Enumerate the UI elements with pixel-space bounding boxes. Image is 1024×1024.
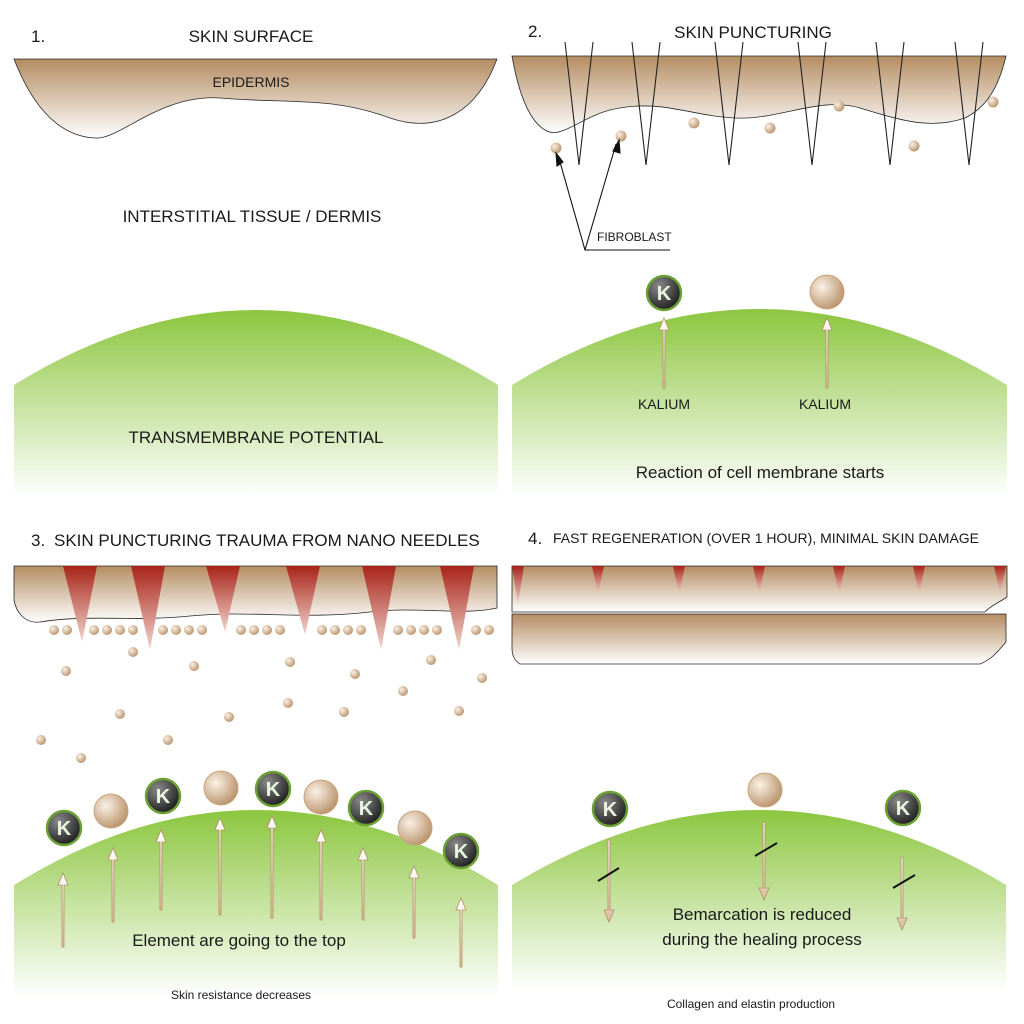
- potassium-symbol: K: [896, 798, 911, 820]
- panel-3-number: 3.: [31, 531, 45, 550]
- epidermis-layer-punctured: [511, 55, 1007, 133]
- cell-membrane: [14, 310, 498, 497]
- potassium-ion: K: [347, 789, 385, 827]
- fibroblast-cells: [550, 96, 999, 154]
- healing-caption-line2: during the healing process: [662, 930, 861, 949]
- potassium-symbol: K: [454, 841, 469, 863]
- fibroblast-ion: [747, 772, 783, 808]
- healing-marks: [512, 566, 1006, 604]
- potassium-symbol: K: [603, 799, 618, 821]
- nano-needles: [564, 41, 984, 166]
- potassium-ion: K: [254, 770, 292, 808]
- potassium-symbol: K: [266, 779, 281, 801]
- dermis-label: INTERSTITIAL TISSUE / DERMIS: [123, 207, 382, 226]
- potassium-ion: K: [45, 809, 83, 847]
- panel-2-title: SKIN PUNCTURING: [674, 23, 832, 42]
- potassium-symbol: K: [657, 283, 672, 305]
- membrane-label: TRANSMEMBRANE POTENTIAL: [128, 428, 383, 447]
- panel-1-title: SKIN SURFACE: [189, 27, 314, 46]
- kalium-arrows: [658, 316, 833, 389]
- fibroblast-label: FIBROBLAST: [597, 230, 672, 244]
- fibroblast-pointer: [555, 138, 670, 251]
- dermis-layer-healing: [511, 613, 1007, 665]
- membrane-caption-2: Reaction of cell membrane starts: [636, 463, 885, 482]
- fibroblast-ion: [809, 274, 845, 310]
- fibroblast-cells-trauma: [36, 625, 494, 763]
- epidermis-label: EPIDERMIS: [212, 74, 289, 90]
- panel-3-footer: Skin resistance decreases: [171, 988, 311, 1002]
- panel-2: 2. SKIN PUNCTURING FIBROBLAST: [511, 22, 1007, 497]
- panel-4: 4. FAST REGENERATION (OVER 1 HOUR), MINI…: [511, 529, 1008, 1011]
- epidermis-layer: [13, 58, 498, 139]
- cell-membrane-healing: [512, 810, 1006, 990]
- upward-arrows: [57, 814, 467, 968]
- potassium-ion: K: [645, 274, 683, 312]
- panel-3: 3. SKIN PUNCTURING TRAUMA FROM NANO NEED…: [13, 531, 498, 1002]
- panel-4-number: 4.: [528, 529, 542, 548]
- potassium-symbol: K: [57, 818, 72, 840]
- membrane-caption-3: Element are going to the top: [132, 931, 346, 950]
- potassium-ion: K: [442, 832, 480, 870]
- potassium-ion: K: [591, 790, 629, 828]
- potassium-symbol: K: [359, 798, 374, 820]
- healing-caption-line1: Bemarcation is reduced: [673, 905, 852, 924]
- panel-2-number: 2.: [528, 22, 542, 41]
- fibroblast-ion: [397, 810, 433, 846]
- panel-3-title: SKIN PUNCTURING TRAUMA FROM NANO NEEDLES: [54, 531, 480, 550]
- potassium-symbol: K: [156, 786, 171, 808]
- panel-4-title: FAST REGENERATION (OVER 1 HOUR), MINIMAL…: [553, 530, 979, 546]
- panel-1-number: 1.: [31, 27, 45, 46]
- cell-membrane-reacting: [512, 309, 1007, 497]
- potassium-ions-group: K K K K K: [45, 770, 480, 870]
- downward-arrows: [603, 821, 908, 932]
- cell-membrane-active: [14, 810, 498, 997]
- potassium-ion: K: [144, 777, 182, 815]
- kalium-label-1: KALIUM: [638, 396, 690, 412]
- fibroblast-ion: [93, 793, 129, 829]
- kalium-label-2: KALIUM: [799, 396, 851, 412]
- panel-1: 1. SKIN SURFACE EPIDERMIS INTERSTITIAL T…: [13, 27, 498, 497]
- fibroblast-ion: [203, 770, 239, 806]
- potassium-ion: K: [884, 789, 922, 827]
- panel-4-footer: Collagen and elastin production: [667, 997, 835, 1011]
- nano-needles-trauma: [63, 566, 474, 650]
- blocked-markers: [597, 842, 916, 889]
- fibroblast-ion: [303, 779, 339, 815]
